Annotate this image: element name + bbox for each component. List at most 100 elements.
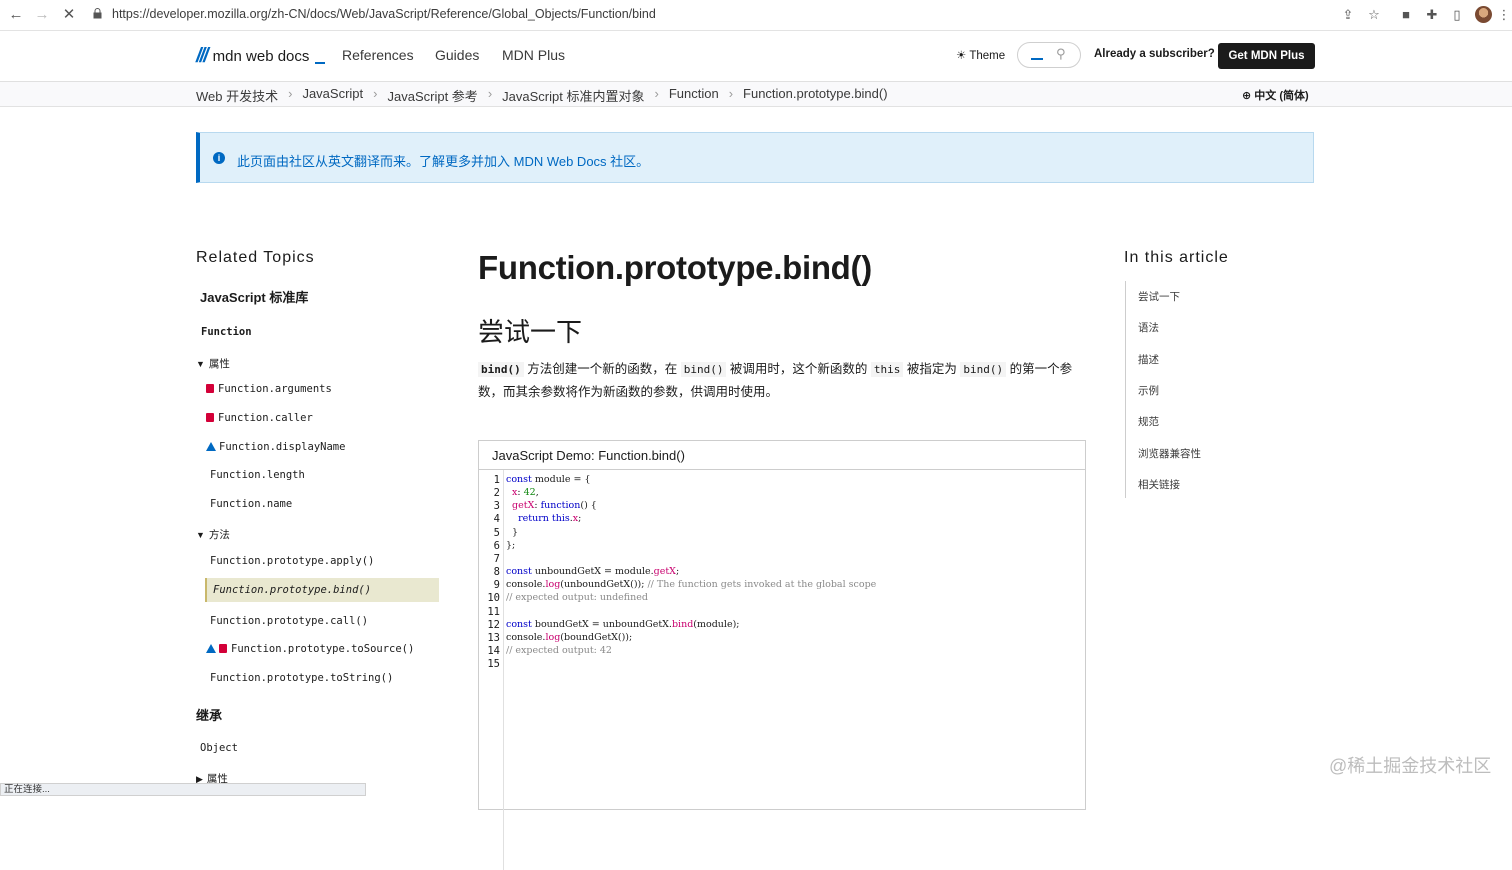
address-bar[interactable]: https://developer.mozilla.org/zh-CN/docs…	[112, 7, 656, 21]
notice-text[interactable]: 此页面由社区从英文翻译而来。了解更多并加入 MDN Web Docs 社区。	[237, 154, 650, 169]
line-number: 14	[487, 645, 500, 657]
sidebar-item-tosource[interactable]: Function.prototype.toSource()	[206, 643, 414, 655]
extensions-puzzle-icon[interactable]: ✚	[1426, 7, 1438, 22]
toc-rail	[1125, 281, 1126, 498]
mdn-logo[interactable]: /// mdn web docs	[196, 45, 326, 67]
line-number: 15	[487, 658, 500, 670]
sidebar-item-displayname[interactable]: Function.displayName	[206, 441, 345, 453]
browser-toolbar: ← → ✕ https://developer.mozilla.org/zh-C…	[0, 0, 1512, 31]
sidebar-item-label: Function.prototype.toSource()	[231, 643, 415, 655]
sidebar-item-length[interactable]: Function.length	[210, 469, 305, 481]
breadcrumb-js-reference[interactable]: JavaScript 参考	[387, 89, 478, 104]
sidebar-item-function[interactable]: Function	[201, 326, 252, 338]
theme-label: Theme	[969, 50, 1006, 62]
sidebar-item-tostring[interactable]: Function.prototype.toString()	[210, 672, 394, 684]
sidebar-properties-toggle[interactable]: ▼属性	[196, 356, 230, 371]
code-line: x: 42,	[512, 487, 539, 498]
breadcrumb-bind[interactable]: Function.prototype.bind()	[743, 86, 888, 101]
chevron-right-icon: ›	[728, 86, 734, 101]
page-title: Function.prototype.bind()	[478, 249, 872, 286]
share-icon[interactable]: ⇪	[1342, 7, 1354, 22]
sidebar-item-label: Function.prototype.bind()	[213, 584, 372, 596]
triangle-down-icon: ▼	[196, 359, 205, 369]
triangle-down-icon: ▼	[196, 530, 205, 540]
profile-avatar[interactable]	[1475, 6, 1492, 23]
toc-item-browser-compat[interactable]: 浏览器兼容性	[1138, 448, 1201, 460]
sidebar-item-name[interactable]: Function.name	[210, 498, 293, 510]
breadcrumb-function[interactable]: Function	[668, 86, 719, 101]
sidebar-title: Related Topics	[196, 249, 315, 266]
translation-notice: i 此页面由社区从英文翻译而来。了解更多并加入 MDN Web Docs 社区。	[196, 132, 1314, 183]
breadcrumb-global-objects[interactable]: JavaScript 标准内置对象	[502, 89, 645, 104]
mdn-logo-mark-icon: ///	[196, 45, 209, 67]
chevron-right-icon: ›	[487, 86, 493, 101]
forward-icon[interactable]: →	[34, 6, 50, 23]
extension-app-icon[interactable]: ■	[1402, 7, 1410, 22]
language-switcher[interactable]: ⊕ 中文 (简体)	[1242, 87, 1309, 103]
search-icon[interactable]: ⚲	[1056, 46, 1066, 61]
info-icon: i	[213, 152, 225, 164]
breadcrumb-javascript[interactable]: JavaScript	[302, 86, 364, 101]
code-line: // expected output: 42	[506, 645, 612, 656]
logo-text: mdn web docs	[212, 47, 310, 65]
get-mdn-plus-button[interactable]: Get MDN Plus	[1218, 43, 1315, 69]
breadcrumb-web[interactable]: Web 开发技术	[196, 89, 279, 104]
line-number: 11	[487, 606, 500, 618]
warning-icon	[206, 442, 216, 451]
line-number: 12	[487, 619, 500, 631]
search-input[interactable]: ⚲	[1017, 42, 1081, 68]
toc-item-description[interactable]: 描述	[1138, 354, 1159, 366]
section-heading-try-it: 尝试一下	[478, 317, 583, 347]
bookmark-star-icon[interactable]: ☆	[1368, 7, 1380, 22]
toc-item-examples[interactable]: 示例	[1138, 385, 1159, 397]
sidebar-item-bind-active[interactable]: Function.prototype.bind()	[205, 578, 439, 602]
demo-title: JavaScript Demo: Function.bind()	[492, 448, 685, 463]
sidebar-item-call[interactable]: Function.prototype.call()	[210, 615, 369, 627]
methods-label: 方法	[208, 529, 230, 541]
line-number-gutter: 1 2 3 4 5 6 7 8 9 10 11 12 13 14 15	[479, 470, 504, 870]
code-line: console.log(boundGetX());	[506, 632, 633, 643]
site-header: /// mdn web docs References Guides MDN P…	[0, 31, 1512, 82]
sidebar-inherit-properties-toggle[interactable]: ▶属性	[196, 771, 228, 786]
theme-button[interactable]: ☀ Theme	[956, 48, 1005, 62]
line-number: 3	[493, 500, 500, 512]
sidebar-item-arguments[interactable]: Function.arguments	[206, 383, 332, 395]
code-line: console.log(unboundGetX()); // The funct…	[506, 579, 877, 590]
nav-references[interactable]: References	[342, 47, 414, 63]
deprecated-trash-icon	[206, 384, 214, 393]
sidebar-item-apply[interactable]: Function.prototype.apply()	[210, 555, 375, 567]
properties-label: 属性	[206, 773, 228, 785]
globe-icon: ⊕	[1242, 90, 1252, 102]
deprecated-trash-icon	[219, 644, 227, 653]
toc-item-see-also[interactable]: 相关链接	[1138, 479, 1180, 491]
text: 被指定为	[903, 362, 961, 376]
sidebar-item-caller[interactable]: Function.caller	[206, 412, 313, 424]
stop-loading-icon[interactable]: ✕	[62, 6, 76, 23]
toc-item-syntax[interactable]: 语法	[1138, 322, 1159, 334]
inline-code: bind()	[478, 362, 524, 377]
line-number: 8	[493, 566, 500, 578]
breadcrumb-bar: Web 开发技术› JavaScript› JavaScript 参考› Jav…	[0, 82, 1512, 107]
subscriber-link[interactable]: Already a subscriber?	[1094, 48, 1215, 60]
toc-item-try-it[interactable]: 尝试一下	[1138, 291, 1180, 303]
code-line: // expected output: undefined	[506, 592, 648, 603]
warning-icon	[206, 644, 216, 653]
description-paragraph: bind() 方法创建一个新的函数，在 bind() 被调用时，这个新函数的 t…	[478, 358, 1088, 403]
watermark: @稀土掘金技术社区	[1329, 756, 1492, 776]
back-icon[interactable]: ←	[8, 6, 24, 23]
logo-cursor	[315, 62, 326, 64]
properties-label: 属性	[208, 358, 230, 370]
sidebar-methods-toggle[interactable]: ▼方法	[196, 527, 230, 542]
divider	[479, 469, 1085, 470]
line-number: 7	[493, 553, 500, 565]
toc-item-specifications[interactable]: 规范	[1138, 416, 1159, 428]
language-label: 中文 (简体)	[1254, 90, 1309, 102]
browser-menu-icon[interactable]: ⋮	[1497, 7, 1511, 22]
status-bar: 正在连接...	[0, 783, 366, 796]
line-number: 4	[493, 513, 500, 525]
nav-guides[interactable]: Guides	[435, 47, 480, 63]
nav-mdn-plus[interactable]: MDN Plus	[502, 47, 566, 63]
sidebar-section-jsstd[interactable]: JavaScript 标准库	[200, 290, 309, 305]
side-panel-icon[interactable]: ▯	[1453, 7, 1461, 22]
sidebar-item-object[interactable]: Object	[200, 742, 238, 754]
